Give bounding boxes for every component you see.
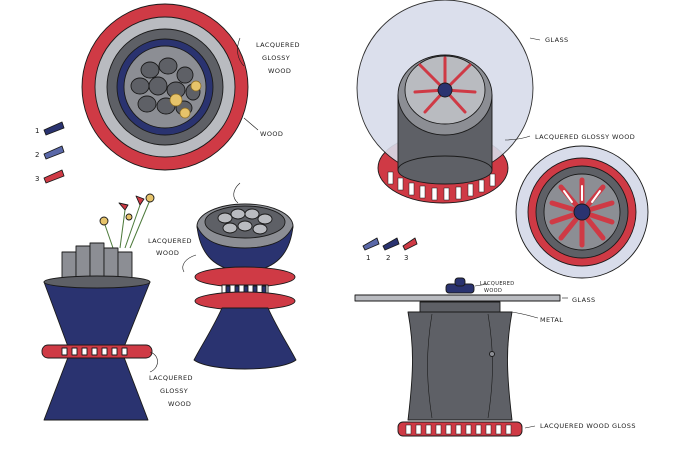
label-lacquered-wood-left-2: WOOD [156, 249, 179, 257]
wheel-top-view [515, 145, 649, 279]
label-lacquered-glossy-wood-1: LACQUERED [256, 41, 300, 49]
side-elevation-table [354, 277, 568, 437]
bowl-lower-navy [193, 307, 297, 370]
swatch-left-1-label: 1 [35, 127, 39, 135]
swatch-right-3 [402, 237, 418, 251]
label-lacquered-glossy-wood-3: WOOD [268, 67, 291, 75]
hourglass-stool-with-flowers [41, 193, 158, 421]
swatch-left-2 [43, 145, 65, 160]
top-view-round-table [81, 3, 259, 171]
label-metal-side: METAL [540, 316, 563, 324]
metal-tubes-stool [61, 242, 133, 279]
swatch-left-1 [43, 121, 65, 136]
bowl-upper-navy [196, 225, 294, 273]
dried-flowers-top [169, 80, 202, 119]
swatch-left-3-label: 3 [35, 175, 39, 183]
swatch-right-3-label: 3 [404, 254, 408, 262]
swatch-right-1-label: 1 [366, 254, 370, 262]
color-swatches-right: 1 2 3 [362, 237, 418, 262]
bowl-tubes [217, 208, 273, 235]
glass-table-isometric [356, 0, 541, 204]
base-stripes [387, 171, 496, 201]
swatch-left-2-label: 2 [35, 151, 39, 159]
drum-body [407, 311, 513, 421]
label-glass-top: GLASS [545, 36, 569, 44]
label-lacquered-glossy-wood-bottom-2: GLOSSY [160, 387, 188, 395]
flower-heads [99, 193, 155, 226]
label-lacquered-wood-small-1: LACQUERED [480, 281, 515, 287]
label-lacquered-glossy-wood-bottom-1: LACQUERED [149, 374, 193, 382]
label-lacquered-glossy-wood-2: GLOSSY [262, 54, 290, 62]
color-swatches-left: 1 2 3 [35, 121, 65, 184]
flower-stems [103, 199, 151, 249]
swatch-right-2-label: 2 [386, 254, 390, 262]
bowl-stool-with-tubes [182, 182, 297, 370]
label-lacquered-wood-left-1: LACQUERED [148, 237, 192, 245]
label-glass-side: GLASS [572, 296, 596, 304]
label-lacquered-glossy-wood-right: LACQUERED GLOSSY WOOD [535, 133, 635, 141]
label-wood: WOOD [260, 130, 283, 138]
swatch-left-3 [43, 169, 65, 184]
label-lacquered-glossy-wood-bottom-3: WOOD [168, 400, 191, 408]
label-lacquered-wood-small-2: WOOD [484, 288, 502, 294]
stool-belt [41, 344, 153, 359]
metal-tubes-top [130, 57, 201, 116]
swatch-right-1 [362, 237, 380, 251]
label-lacquered-wood-gloss: LACQUERED WOOD GLOSS [540, 422, 636, 430]
swatch-right-2 [382, 237, 400, 251]
